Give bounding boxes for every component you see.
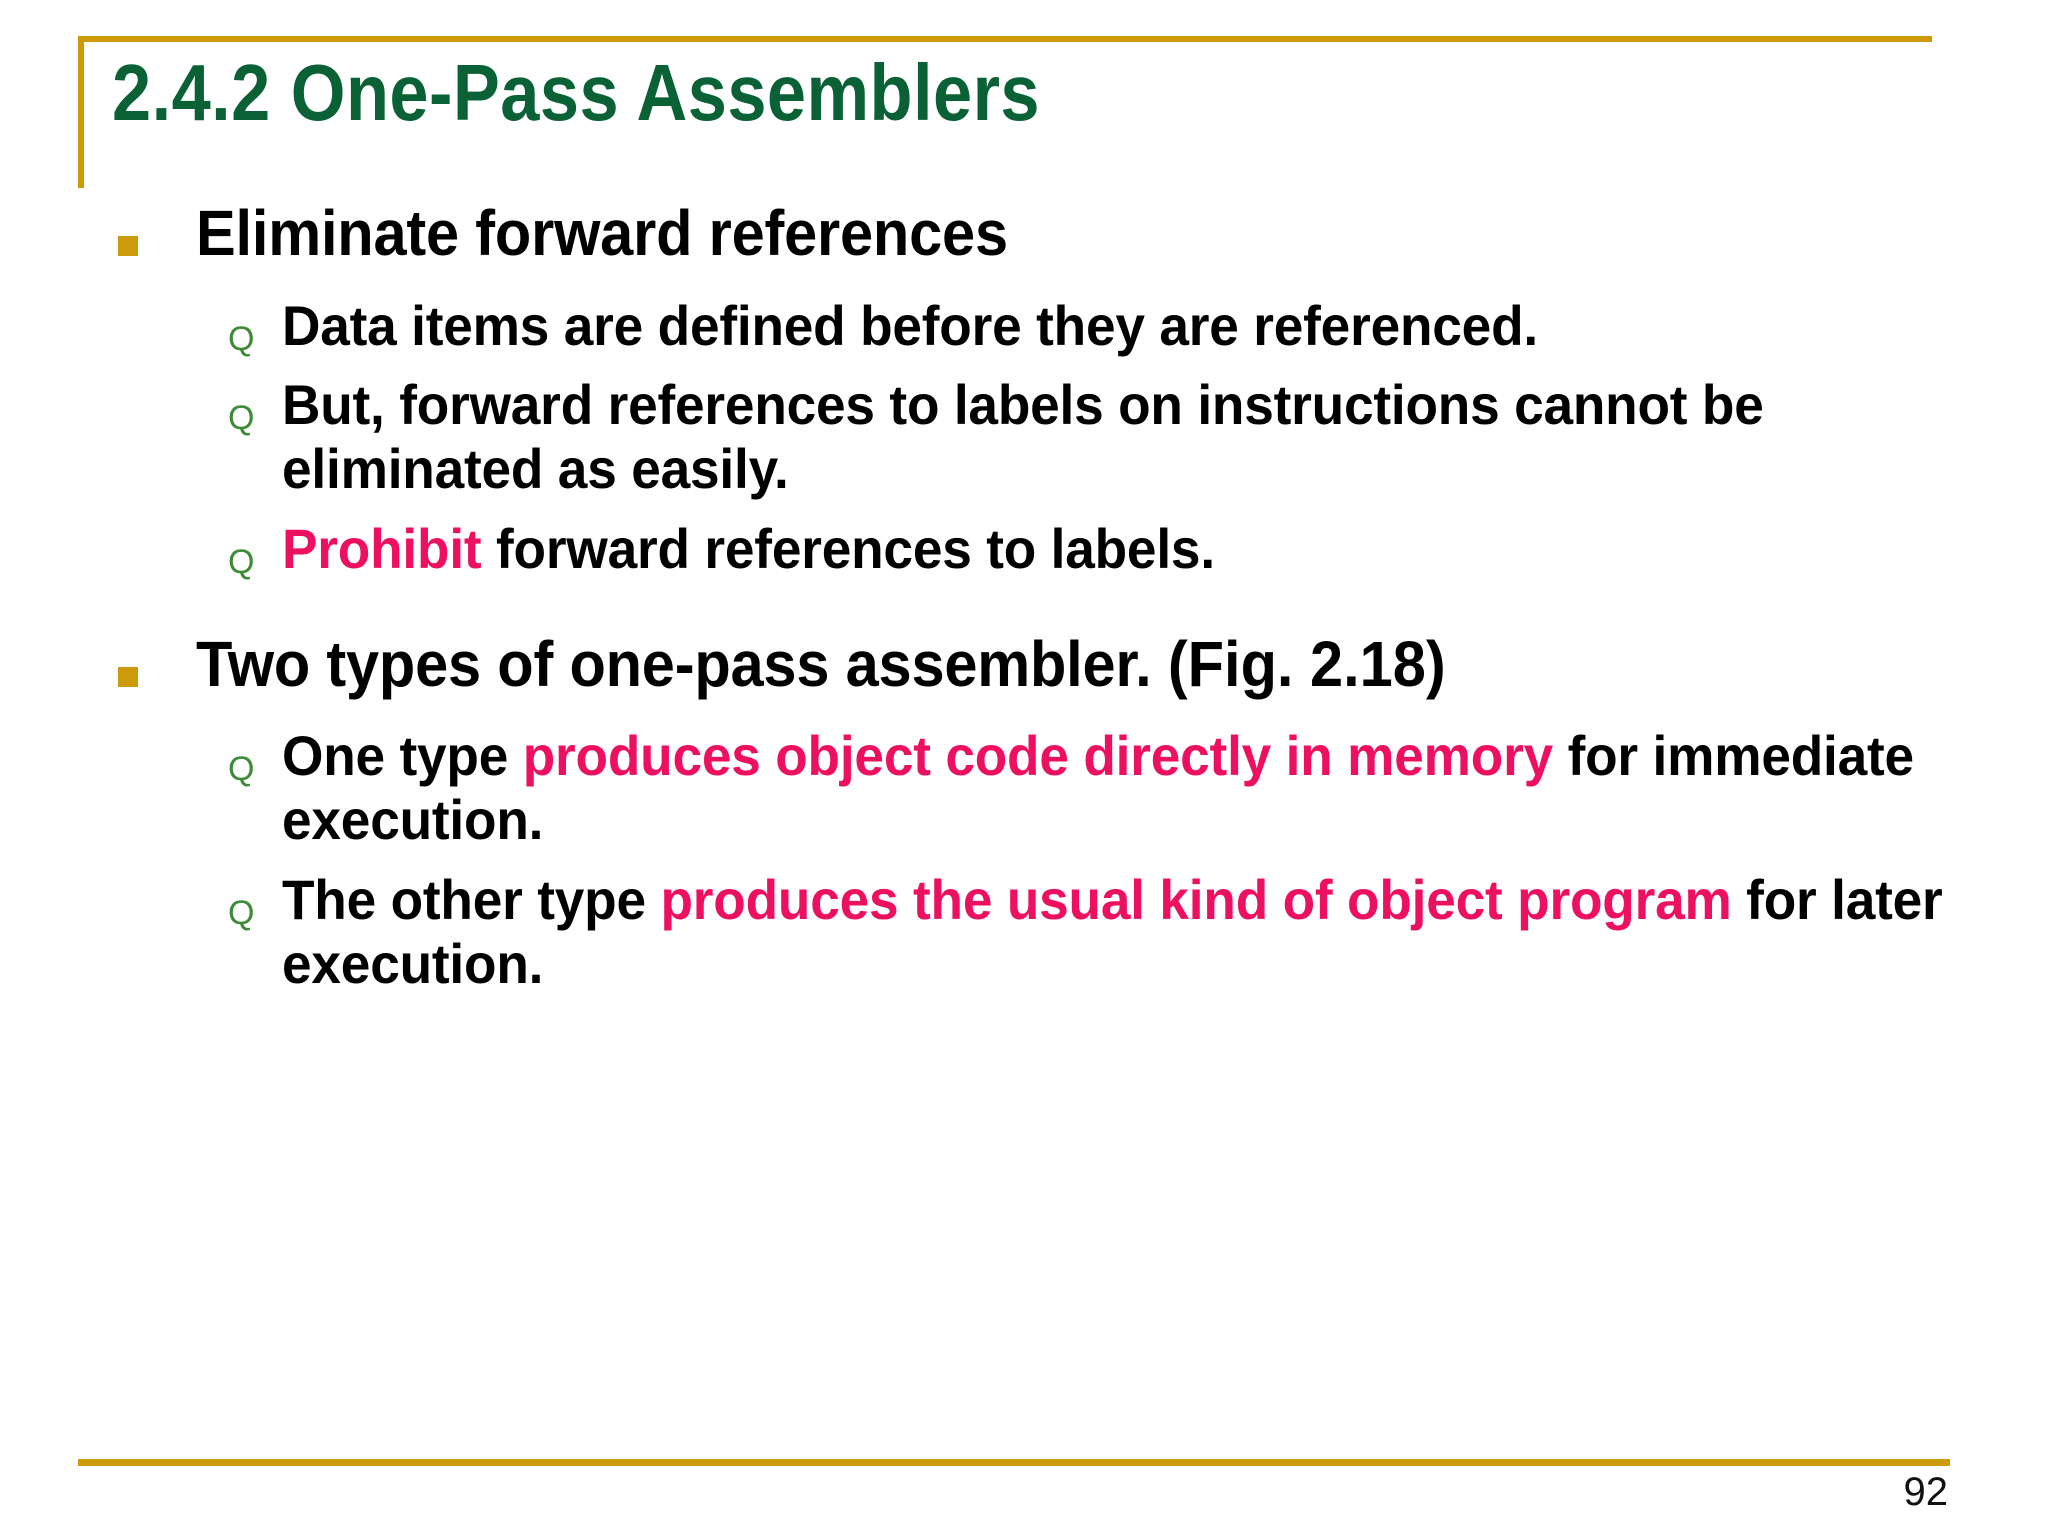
bullet-level1-label: Eliminate forward references [196, 197, 1008, 269]
slide-body: Eliminate forward references Q Data item… [0, 196, 2048, 1012]
square-bullet-icon [118, 666, 138, 687]
bullet-level2-prohibit: Q Prohibit forward references to labels. [0, 517, 2048, 581]
figure-reference: (Fig. 2.18) [1167, 627, 1446, 700]
square-bullet-icon [118, 236, 138, 256]
bullet-level1-eliminate-forward-references: Eliminate forward references [0, 196, 2048, 272]
frame-left-rule [78, 36, 84, 188]
bullet-level2-label: One type produces object code directly i… [282, 724, 1914, 852]
q-bullet-icon: Q [228, 894, 255, 932]
q-bullet-icon: Q [228, 750, 255, 789]
bullet-level2-forward-refs-labels: Q But, forward references to labels on i… [0, 373, 2048, 501]
highlight-text: Prohibit [282, 517, 482, 580]
q-bullet-icon: Q [228, 543, 255, 581]
bullet-level2-type-one: Q One type produces object code directly… [0, 724, 2048, 852]
q-bullet-icon: Q [228, 319, 255, 358]
bullet-level2-label: The other type produces the usual kind o… [282, 868, 1943, 995]
bullet-level1-label: Two types of one-pass assembler. (Fig. 2… [196, 627, 1446, 700]
frame-top-rule [78, 36, 1932, 42]
bullet-level2-data-items: Q Data items are defined before they are… [0, 294, 2048, 358]
bullet-level2-type-other: Q The other type produces the usual kind… [0, 868, 2048, 996]
bullet-level2-label: Prohibit forward references to labels. [282, 517, 1215, 580]
page-number: 92 [1903, 1470, 1949, 1514]
bullet-level1-two-types: Two types of one-pass assembler. (Fig. 2… [0, 627, 2048, 703]
bullet-level2-label: Data items are defined before they are r… [282, 293, 1538, 357]
footer-rule [78, 1459, 1950, 1466]
slide-title: 2.4.2 One-Pass Assemblers [112, 48, 1041, 137]
q-bullet-icon: Q [228, 399, 255, 438]
bullet-level2-label: But, forward references to labels on ins… [282, 373, 1764, 501]
highlight-text: produces object code directly in memory [522, 724, 1553, 788]
highlight-text: produces the usual kind of object progra… [660, 868, 1732, 931]
